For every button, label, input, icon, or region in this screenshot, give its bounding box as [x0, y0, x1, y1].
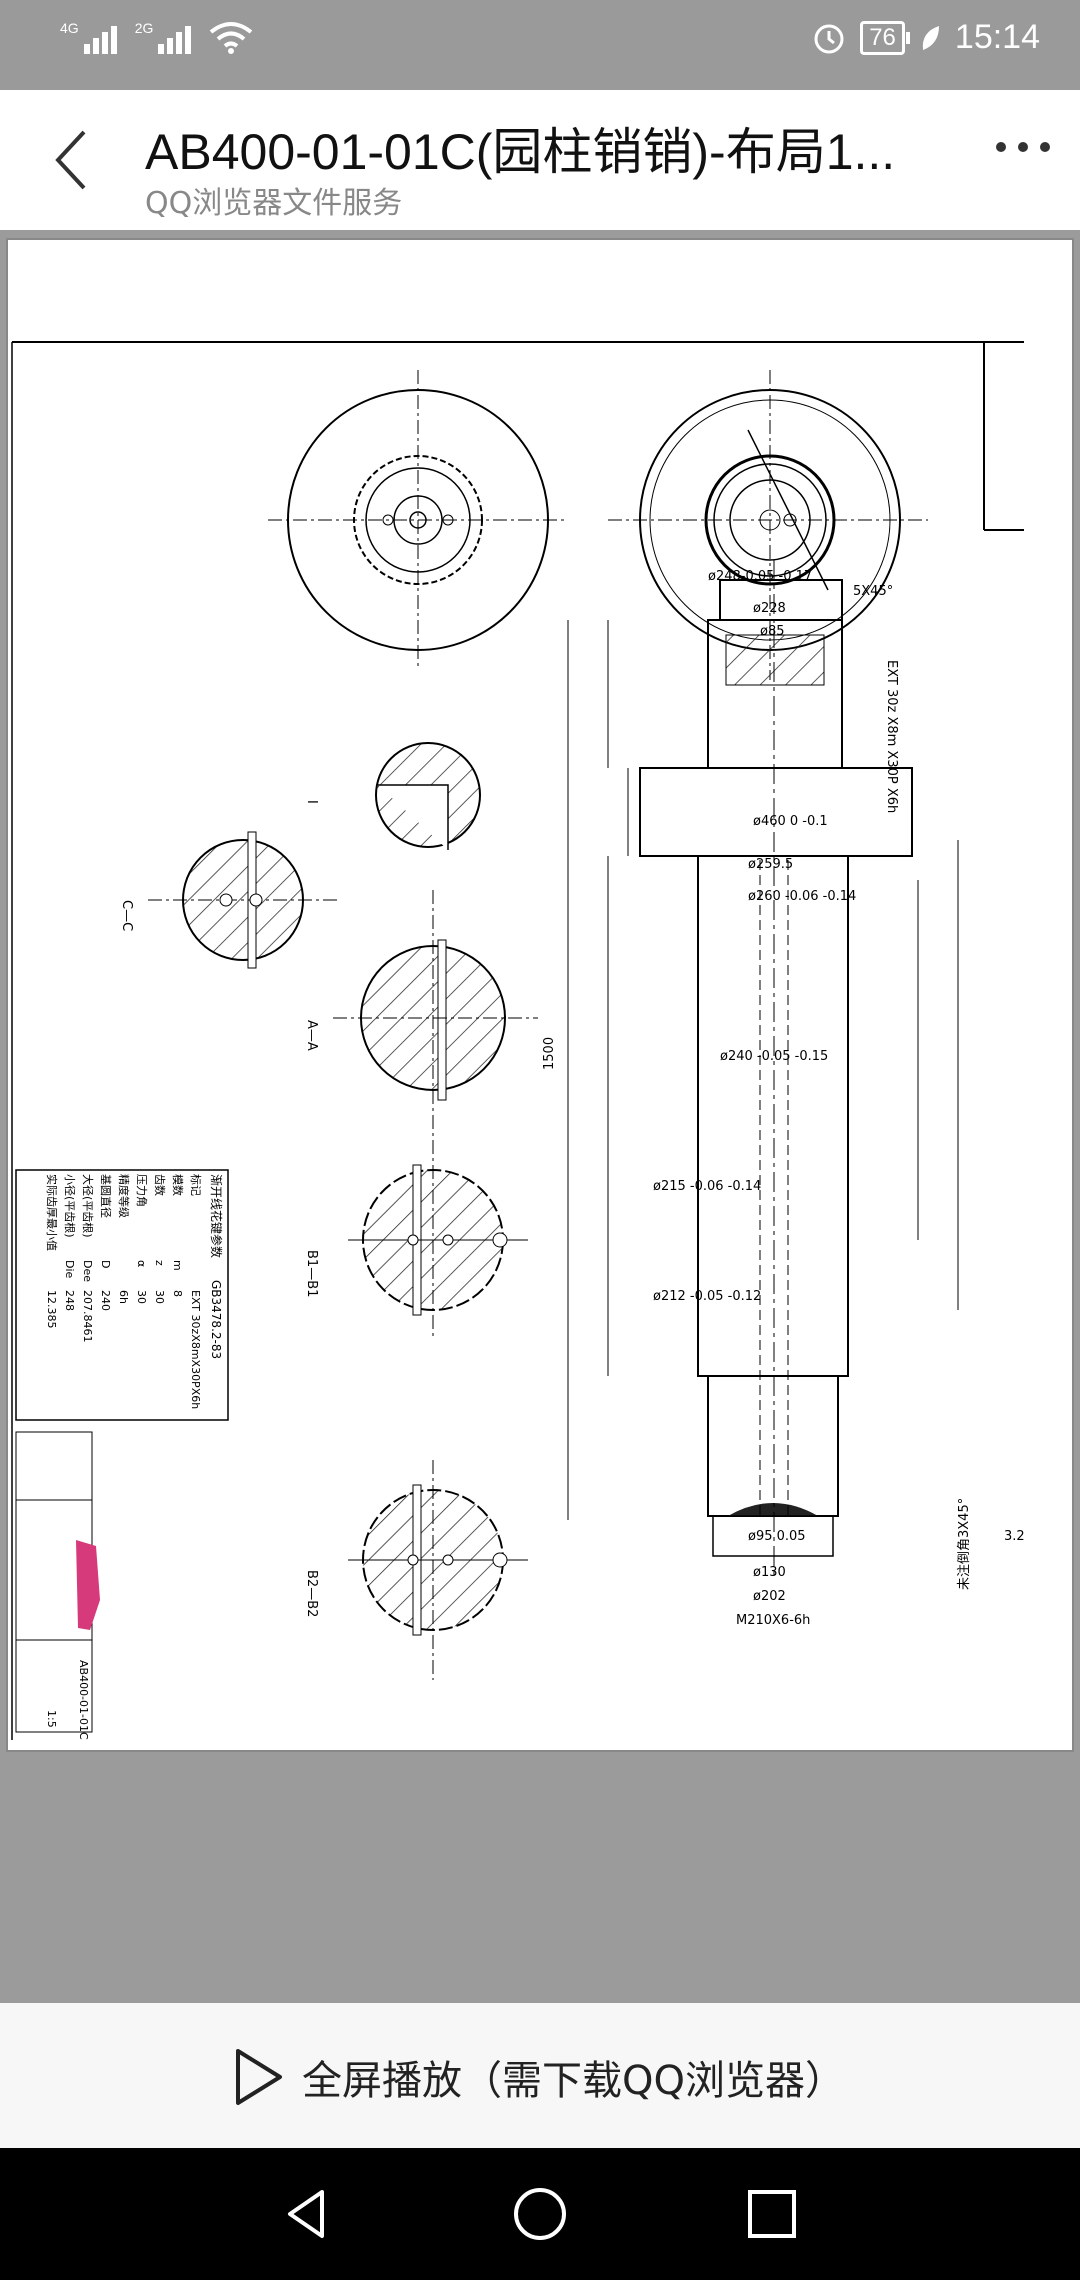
dim-85: ø85 — [760, 624, 785, 639]
status-right: 76 15:14 — [812, 18, 1040, 57]
detail-i — [375, 742, 481, 850]
net-label-1: 4G — [60, 20, 79, 36]
table-row-0-val: EXT 30zX8mX30PX6h — [189, 1290, 202, 1409]
section-c-c — [148, 831, 338, 969]
table-row-3: 压力角 — [135, 1174, 148, 1207]
dim-460: ø460 0 -0.1 — [753, 814, 828, 829]
wifi-icon — [210, 22, 253, 54]
scale: 1:5 — [45, 1710, 58, 1728]
chamfer-note: 未注倒角3X45° — [957, 1498, 972, 1590]
table-row-2-sym: z — [153, 1260, 166, 1266]
dim-202: ø202 — [753, 1589, 786, 1604]
dim-260: ø260 -0.06 -0.14 — [748, 889, 856, 904]
table-row-5-val: 240 — [99, 1290, 112, 1311]
title-block: AB400-01-01C 1:5 — [15, 1431, 100, 1740]
label-a-a: A—A — [304, 1020, 319, 1051]
end-view-right — [608, 370, 928, 680]
table-row-3-val: 30 — [135, 1290, 148, 1304]
status-left: 4G 2G — [60, 20, 253, 54]
shaft-side-view — [567, 560, 959, 1580]
nav-recents-icon[interactable] — [740, 2182, 804, 2246]
back-arrow-icon[interactable] — [40, 120, 110, 200]
document-viewer[interactable]: ø248-0.05 -0.17 ø228 ø85 5X45° ø460 0 -0… — [0, 230, 1080, 2003]
dim-215: ø215 -0.06 -0.14 — [653, 1179, 761, 1194]
document-page: ø248-0.05 -0.17 ø228 ø85 5X45° ø460 0 -0… — [6, 238, 1074, 1752]
end-view-left — [268, 370, 568, 670]
clock: 15:14 — [954, 18, 1040, 56]
table-row-5-sym: D — [99, 1260, 112, 1268]
part-number: AB400-01-01C — [77, 1660, 90, 1740]
table-row-1: 模数 — [171, 1174, 184, 1196]
label-i: I — [304, 800, 319, 804]
dim-248: ø248-0.05 -0.17 — [708, 569, 812, 584]
alarm-icon — [814, 24, 844, 53]
dim-259: ø259.5 — [748, 857, 793, 872]
table-row-8: 实际齿厚最小值 — [45, 1174, 59, 1251]
label-c-c: C—C — [119, 900, 134, 931]
table-row-0: 标记 — [189, 1174, 203, 1196]
signal-2g-icon: 2G — [135, 20, 192, 54]
net-label-2: 2G — [134, 20, 154, 36]
table-row-6: 大径(平齿根) — [81, 1174, 95, 1238]
table-row-7-sym: Die — [63, 1260, 76, 1279]
system-nav-bar — [0, 2148, 1080, 2280]
status-bar: 4G 2G 76 15:14 — [0, 0, 1080, 90]
spline-table: 渐开线花键参数 GB3478.2-83 标记 EXT 30zX8mX30PX6h… — [15, 1169, 229, 1421]
table-row-2-val: 30 — [153, 1290, 166, 1304]
dim-228: ø228 — [753, 601, 786, 616]
table-row-1-sym: m — [171, 1260, 184, 1271]
page-subtitle: QQ浏览器文件服务 — [145, 186, 403, 221]
table-row-8-val: 12.385 — [45, 1290, 58, 1329]
dim-95: ø95 0.05 — [748, 1529, 806, 1544]
section-b1-b1 — [348, 1140, 528, 1340]
table-row-6-sym: Dee — [81, 1260, 94, 1282]
table-row-4-val: 6h — [117, 1290, 130, 1304]
battery-indicator: 76 — [860, 20, 910, 55]
page-title: AB400-01-01C(园柱销销)-布局1... — [145, 124, 896, 180]
dim-212: ø212 -0.05 -0.12 — [653, 1289, 761, 1304]
table-row-3-sym: α — [135, 1260, 148, 1267]
app-header: AB400-01-01C(园柱销销)-布局1... QQ浏览器文件服务 — [0, 90, 1080, 230]
more-dots-icon[interactable] — [996, 142, 1050, 152]
label-b2-b2: B2—B2 — [304, 1570, 319, 1617]
length-total: 1500 — [542, 1037, 557, 1070]
spline-spec: EXT 30z X8m X30P X6h — [884, 660, 899, 813]
table-row-2: 齿数 — [153, 1174, 166, 1196]
thread-spec: M210X6-6h — [736, 1613, 810, 1628]
engineering-drawing: ø248-0.05 -0.17 ø228 ø85 5X45° ø460 0 -0… — [11, 341, 1025, 1740]
dim-240: ø240 -0.05 -0.15 — [720, 1049, 828, 1064]
dim-chamfer: 5X45° — [853, 584, 893, 599]
table-row-7-val: 248 — [63, 1290, 76, 1311]
section-b2-b2 — [348, 1460, 528, 1680]
table-row-1-val: 8 — [171, 1290, 184, 1297]
roughness: 3.2 — [1004, 1529, 1025, 1544]
table-row-5: 基圆直径 — [99, 1174, 113, 1218]
play-icon — [236, 2049, 282, 2105]
bottom-bar: 全屏播放（需下载QQ浏览器） — [0, 2003, 1080, 2148]
table-row-4: 精度等级 — [117, 1174, 131, 1218]
table-row-6-val: 207.8461 — [81, 1290, 94, 1343]
dim-130: ø130 — [753, 1565, 786, 1580]
section-a-a — [333, 890, 538, 1140]
table-title: 渐开线花键参数 — [209, 1174, 224, 1258]
leaf-icon — [922, 25, 939, 50]
table-std: GB3478.2-83 — [209, 1280, 223, 1359]
table-row-7: 小径(平齿根) — [63, 1174, 77, 1238]
play-label: 全屏播放（需下载QQ浏览器） — [302, 2058, 845, 2104]
nav-home-icon[interactable] — [508, 2182, 572, 2246]
signal-4g-icon: 4G — [60, 20, 117, 54]
nav-back-icon[interactable] — [276, 2182, 340, 2246]
fullscreen-play-button[interactable]: 全屏播放（需下载QQ浏览器） — [230, 2045, 845, 2109]
label-b1-b1: B1—B1 — [304, 1250, 319, 1297]
